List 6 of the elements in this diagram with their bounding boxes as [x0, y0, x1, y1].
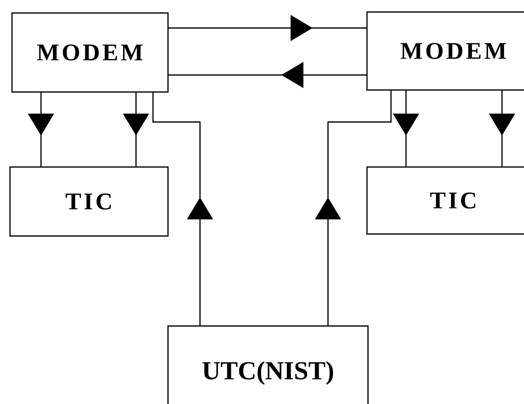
box: MODEM — [11, 12, 169, 93]
box: TIC — [9, 166, 169, 237]
arrow — [314, 90, 392, 326]
box: MODEM — [366, 11, 524, 91]
box: UTC(NIST) — [167, 325, 369, 404]
box: TIC — [366, 166, 524, 235]
